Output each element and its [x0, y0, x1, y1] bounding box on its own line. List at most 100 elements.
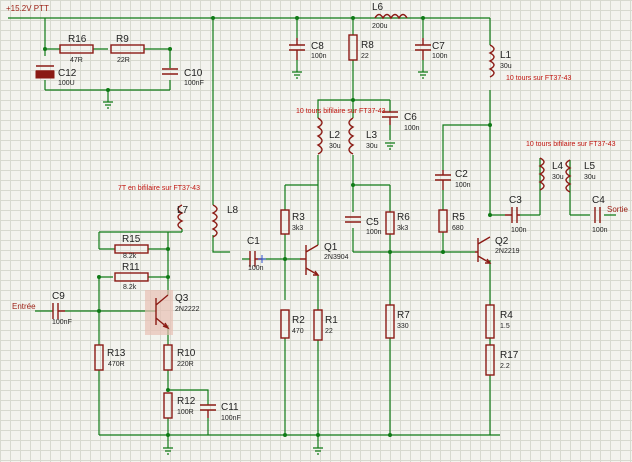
- resistor-r4: [485, 304, 495, 339]
- value-r12: 100R: [177, 409, 194, 416]
- inductor-l6: [374, 13, 408, 20]
- wires: [8, 17, 616, 436]
- resistor-r16: [59, 44, 94, 54]
- inductor-l2: [316, 117, 323, 155]
- value-c7: 100n: [432, 53, 448, 60]
- label-l7: L7: [177, 205, 189, 216]
- resistor-r2: [280, 309, 290, 339]
- resistor-r5: [438, 209, 448, 233]
- label-c4: C4: [592, 195, 605, 206]
- label-c10: C10: [184, 68, 203, 79]
- label-r8: R8: [361, 40, 374, 51]
- resistor-r17: [485, 344, 495, 376]
- value-c4: 100n: [592, 227, 608, 234]
- label-l2: L2: [329, 130, 341, 141]
- value-r8: 22: [361, 53, 369, 60]
- label-l8: L8: [227, 205, 239, 216]
- label-c11: C11: [221, 402, 239, 413]
- value-c9: 100nF: [52, 319, 72, 326]
- value-c11: 100nF: [221, 415, 241, 422]
- capacitor-c3: [505, 207, 520, 223]
- label-c3: C3: [509, 195, 522, 206]
- label-l3: L3: [366, 130, 378, 141]
- label-r15: R15: [122, 234, 141, 245]
- label-c8: C8: [311, 41, 324, 52]
- label-c7: C7: [432, 41, 445, 52]
- value-r6: 3k3: [397, 225, 408, 232]
- label-c12: C12: [58, 68, 77, 79]
- value-l3: 30u: [366, 143, 378, 150]
- label-c2: C2: [455, 169, 468, 180]
- capacitor-c10: [162, 68, 178, 75]
- label-c1: C1: [247, 236, 260, 247]
- label-r3: R3: [292, 212, 305, 223]
- junctions: [43, 16, 492, 437]
- value-q2: 2N2219: [495, 248, 520, 255]
- value-r3: 3k3: [292, 225, 303, 232]
- value-r13: 470R: [108, 361, 125, 368]
- value-r10: 220R: [177, 361, 194, 368]
- capacitor-c8: [289, 38, 305, 60]
- transistor-q1: [300, 244, 319, 276]
- note-l7-l8: 7T en bifilaire sur FT37-43: [118, 185, 200, 192]
- resistor-r7: [385, 304, 395, 339]
- capacitor-c2: [435, 170, 451, 190]
- inductor-l5: [565, 159, 572, 193]
- inductor-l8: [211, 204, 218, 238]
- capacitor-c5: [345, 216, 361, 223]
- capacitor-c7: [415, 38, 431, 60]
- resistor-r15: [114, 244, 149, 254]
- label-r5: R5: [452, 212, 465, 223]
- value-c6: 100n: [404, 125, 420, 132]
- value-q1: 2N3904: [324, 254, 349, 261]
- note-l1: 10 tours sur FT37-43: [506, 75, 571, 82]
- label-r2: R2: [292, 315, 305, 326]
- label-r13: R13: [107, 348, 126, 359]
- label-l4: L4: [552, 161, 564, 172]
- label-r7: R7: [397, 310, 410, 321]
- input-label: Entrée: [12, 302, 36, 311]
- label-c9: C9: [52, 291, 65, 302]
- resistor-r3: [280, 209, 290, 235]
- probe-marker: [258, 255, 266, 263]
- capacitor-c6: [382, 111, 398, 125]
- value-c8: 100n: [311, 53, 327, 60]
- label-r17: R17: [500, 350, 519, 361]
- label-l1: L1: [500, 50, 512, 61]
- value-c3: 100n: [511, 227, 527, 234]
- output-label: Sortie: [607, 205, 628, 214]
- label-r16: R16: [68, 34, 87, 45]
- value-r11: 8.2k: [123, 284, 137, 291]
- note-l4-l5: 10 tours bifilaire sur FT37-43: [526, 141, 616, 148]
- value-r1: 22: [325, 328, 333, 335]
- inductor-l7: [177, 204, 184, 230]
- transistor-q3: [155, 294, 169, 329]
- value-r15: 8.2k: [123, 253, 137, 260]
- value-c10: 100nF: [184, 80, 204, 87]
- components: [35, 13, 601, 419]
- inductor-l1: [488, 44, 495, 78]
- value-l1: 30u: [500, 63, 512, 70]
- resistor-r1: [313, 309, 323, 341]
- capacitor-c12-body: [35, 70, 55, 79]
- value-r16: 47R: [70, 57, 83, 64]
- resistor-r11: [114, 272, 149, 282]
- value-r9: 22R: [117, 57, 130, 64]
- resistor-r9: [110, 44, 145, 54]
- labels: +15.2V PTT Entrée Sortie 7T en bifilaire…: [6, 2, 628, 422]
- value-q3: 2N2222: [175, 306, 200, 313]
- value-r4: 1.5: [500, 323, 510, 330]
- resistor-r13: [94, 344, 104, 371]
- value-l6: 200u: [372, 23, 388, 30]
- note-l2-l3: 10 tours bifilaire sur FT37-43: [296, 108, 386, 115]
- label-c5: C5: [366, 217, 379, 228]
- label-r1: R1: [325, 315, 338, 326]
- value-l4: 30u: [552, 174, 564, 181]
- resistor-r8: [348, 34, 358, 61]
- resistor-r12: [163, 392, 173, 419]
- label-l6: L6: [372, 2, 384, 13]
- capacitor-c11: [200, 404, 216, 418]
- label-q3: Q3: [175, 293, 189, 304]
